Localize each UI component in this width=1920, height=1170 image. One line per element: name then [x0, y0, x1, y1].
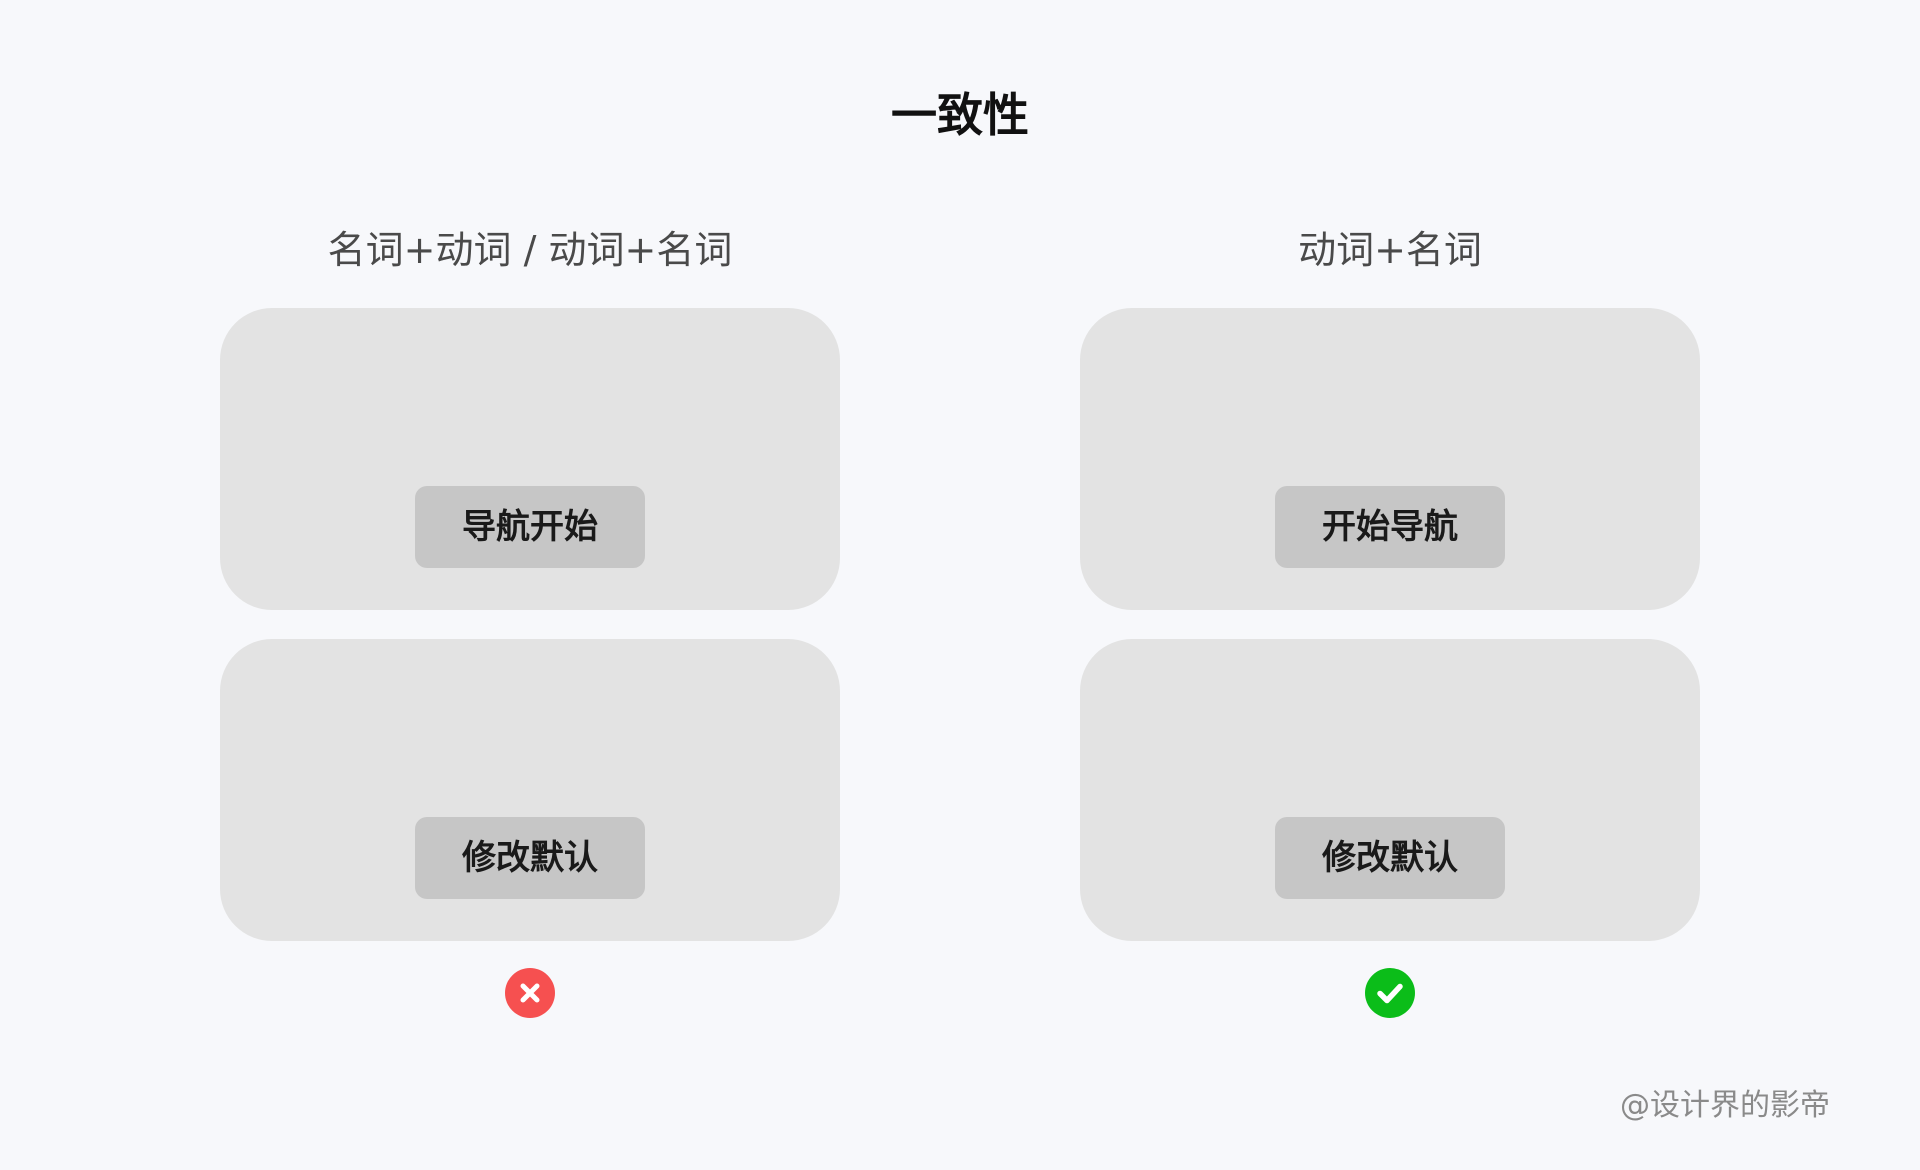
watermark: @设计界的影帝: [1620, 1088, 1830, 1123]
left-column: 名词+动词 / 动词+名词 导航开始 修改默认: [220, 0, 840, 1170]
wrong-status-badge: [505, 968, 555, 1018]
left-card-top: 导航开始: [220, 308, 840, 610]
close-icon: [520, 983, 540, 1003]
right-card-bottom: 修改默认: [1080, 639, 1700, 941]
right-modify-default-button[interactable]: 修改默认: [1275, 817, 1505, 899]
right-column-heading: 动词+名词: [1298, 228, 1482, 272]
right-column: 动词+名词 开始导航 修改默认: [1080, 0, 1700, 1170]
left-card-bottom: 修改默认: [220, 639, 840, 941]
check-icon: [1377, 983, 1403, 1004]
right-start-navigation-button[interactable]: 开始导航: [1275, 486, 1505, 568]
right-card-top: 开始导航: [1080, 308, 1700, 610]
left-modify-default-button[interactable]: 修改默认: [415, 817, 645, 899]
right-status-badge: [1365, 968, 1415, 1018]
left-column-heading: 名词+动词 / 动词+名词: [327, 228, 733, 272]
left-navigate-start-button[interactable]: 导航开始: [415, 486, 645, 568]
page-title: 一致性: [891, 88, 1029, 142]
